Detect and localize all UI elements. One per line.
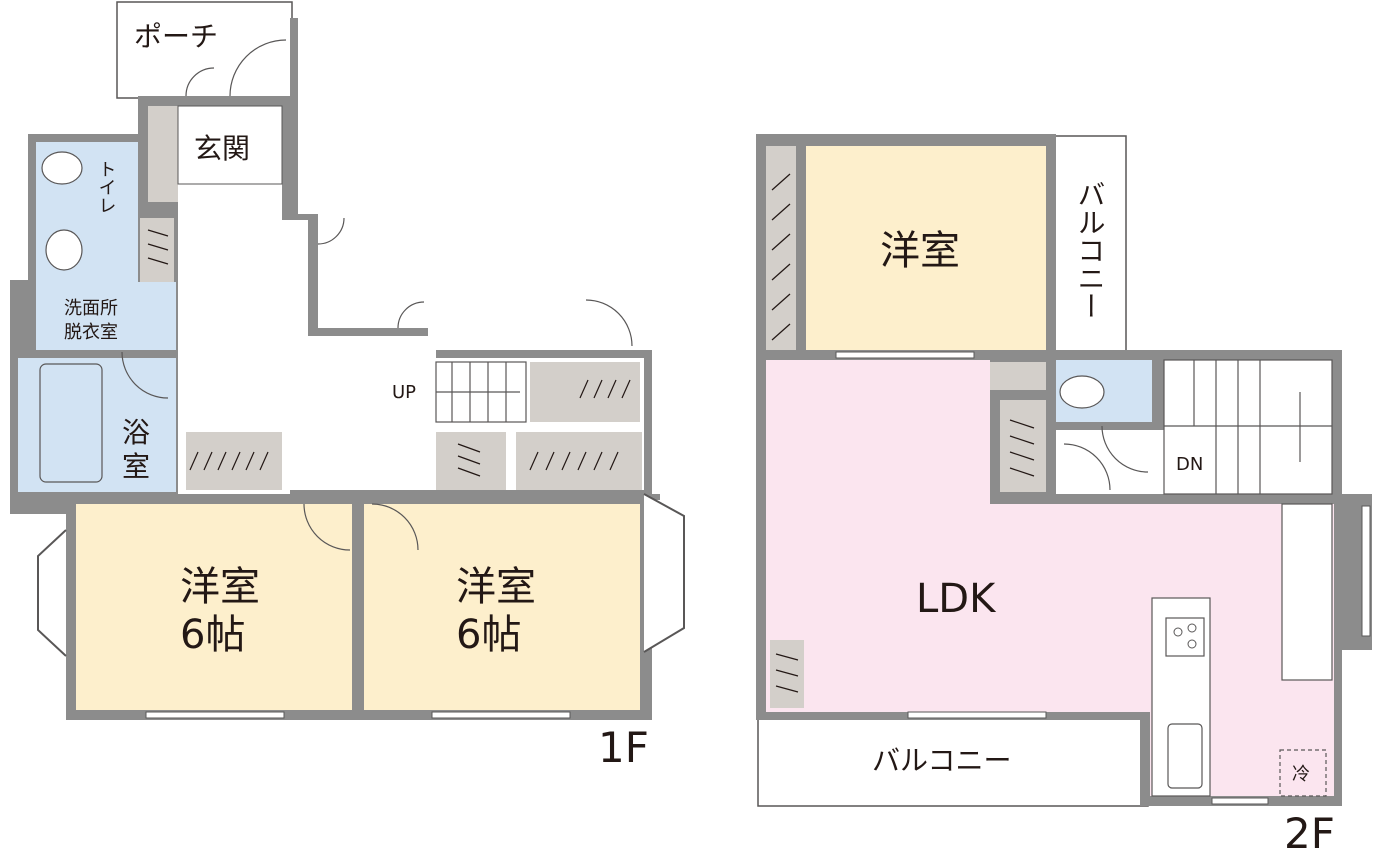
ldk-label: LDK <box>916 576 997 622</box>
window-2f-kitchen <box>1211 797 1269 805</box>
toilet-closet <box>140 218 174 282</box>
hall-floor <box>178 106 644 494</box>
bath-label-1: 浴 <box>122 416 150 449</box>
balcony-bottom-label: バルコニー <box>872 744 1011 777</box>
entrance-closet <box>148 106 178 202</box>
balcony-bottom <box>757 717 1149 807</box>
room-left-label-1: 洋室 <box>180 564 260 610</box>
window-1f-right <box>431 711 571 719</box>
entrance-label: 玄関 <box>194 132 250 165</box>
western-room-right <box>364 504 640 710</box>
stairs-up-label: UP <box>392 382 416 403</box>
entrance-floor <box>177 105 283 185</box>
window-1f-left <box>145 711 285 719</box>
toilet-label: トイレ <box>96 160 117 214</box>
bay-window-right <box>643 493 685 653</box>
bath-label-2: 室 <box>122 450 150 483</box>
doors-2f <box>1063 425 1149 491</box>
washroom <box>36 282 176 350</box>
kitchen-cabinet <box>1281 503 1333 681</box>
closet-a <box>186 432 282 490</box>
closet-stair <box>530 362 640 422</box>
floor-2: 洋室 バルコニー LDK DN バルコニー 冷 2F <box>756 134 1372 858</box>
washroom-label-2: 脱衣室 <box>64 322 118 343</box>
bay-window-left <box>37 529 67 657</box>
western-room-2f <box>806 146 1046 350</box>
floor-2-label: 2F <box>1284 809 1335 858</box>
sink-icon <box>1167 723 1203 789</box>
washbasin <box>45 229 83 271</box>
stairs-1f <box>435 361 527 423</box>
stairs-down-label: DN <box>1176 454 1203 475</box>
balcony-side-label: バルコニー <box>1074 180 1107 320</box>
closet-2f-center-top <box>990 362 1046 390</box>
toilet-fixture-1f <box>41 151 83 185</box>
closet-hatching-2f <box>771 173 1035 693</box>
fridge-space <box>1279 749 1327 797</box>
bathtub <box>39 363 103 483</box>
porch-label: ポーチ <box>134 20 218 53</box>
floor-1-label: 1F <box>598 723 649 772</box>
stove-icon <box>1165 617 1205 657</box>
porch-area <box>116 1 293 99</box>
toilet-fixture-2f <box>1059 375 1105 409</box>
window-2f-ldk-bottom <box>907 711 1047 719</box>
closet-hatching-1f <box>147 229 631 477</box>
fridge-label: 冷 <box>1292 764 1310 785</box>
room-2f-label: 洋室 <box>880 228 960 274</box>
stairs-2f <box>1163 359 1333 495</box>
room-right-label-1: 洋室 <box>456 564 536 610</box>
doors-1f <box>121 39 633 551</box>
closet-c <box>516 432 642 490</box>
window-2f-right <box>1361 505 1371 637</box>
closet-2f-left <box>766 146 796 350</box>
closet-2f-ldk <box>770 640 804 708</box>
washroom-label-1: 洗面所 <box>64 298 118 319</box>
floor-1: ポーチ 玄関 トイレ 洗面所 脱衣室 浴 室 UP 洋室 6帖 洋室 6帖 1F <box>10 1 685 772</box>
western-room-left <box>76 504 352 710</box>
room-right-label-2: 6帖 <box>456 612 521 658</box>
room-left-label-2: 6帖 <box>180 612 245 658</box>
window-2f-room <box>835 351 975 359</box>
closet-2f-center <box>1000 400 1046 492</box>
